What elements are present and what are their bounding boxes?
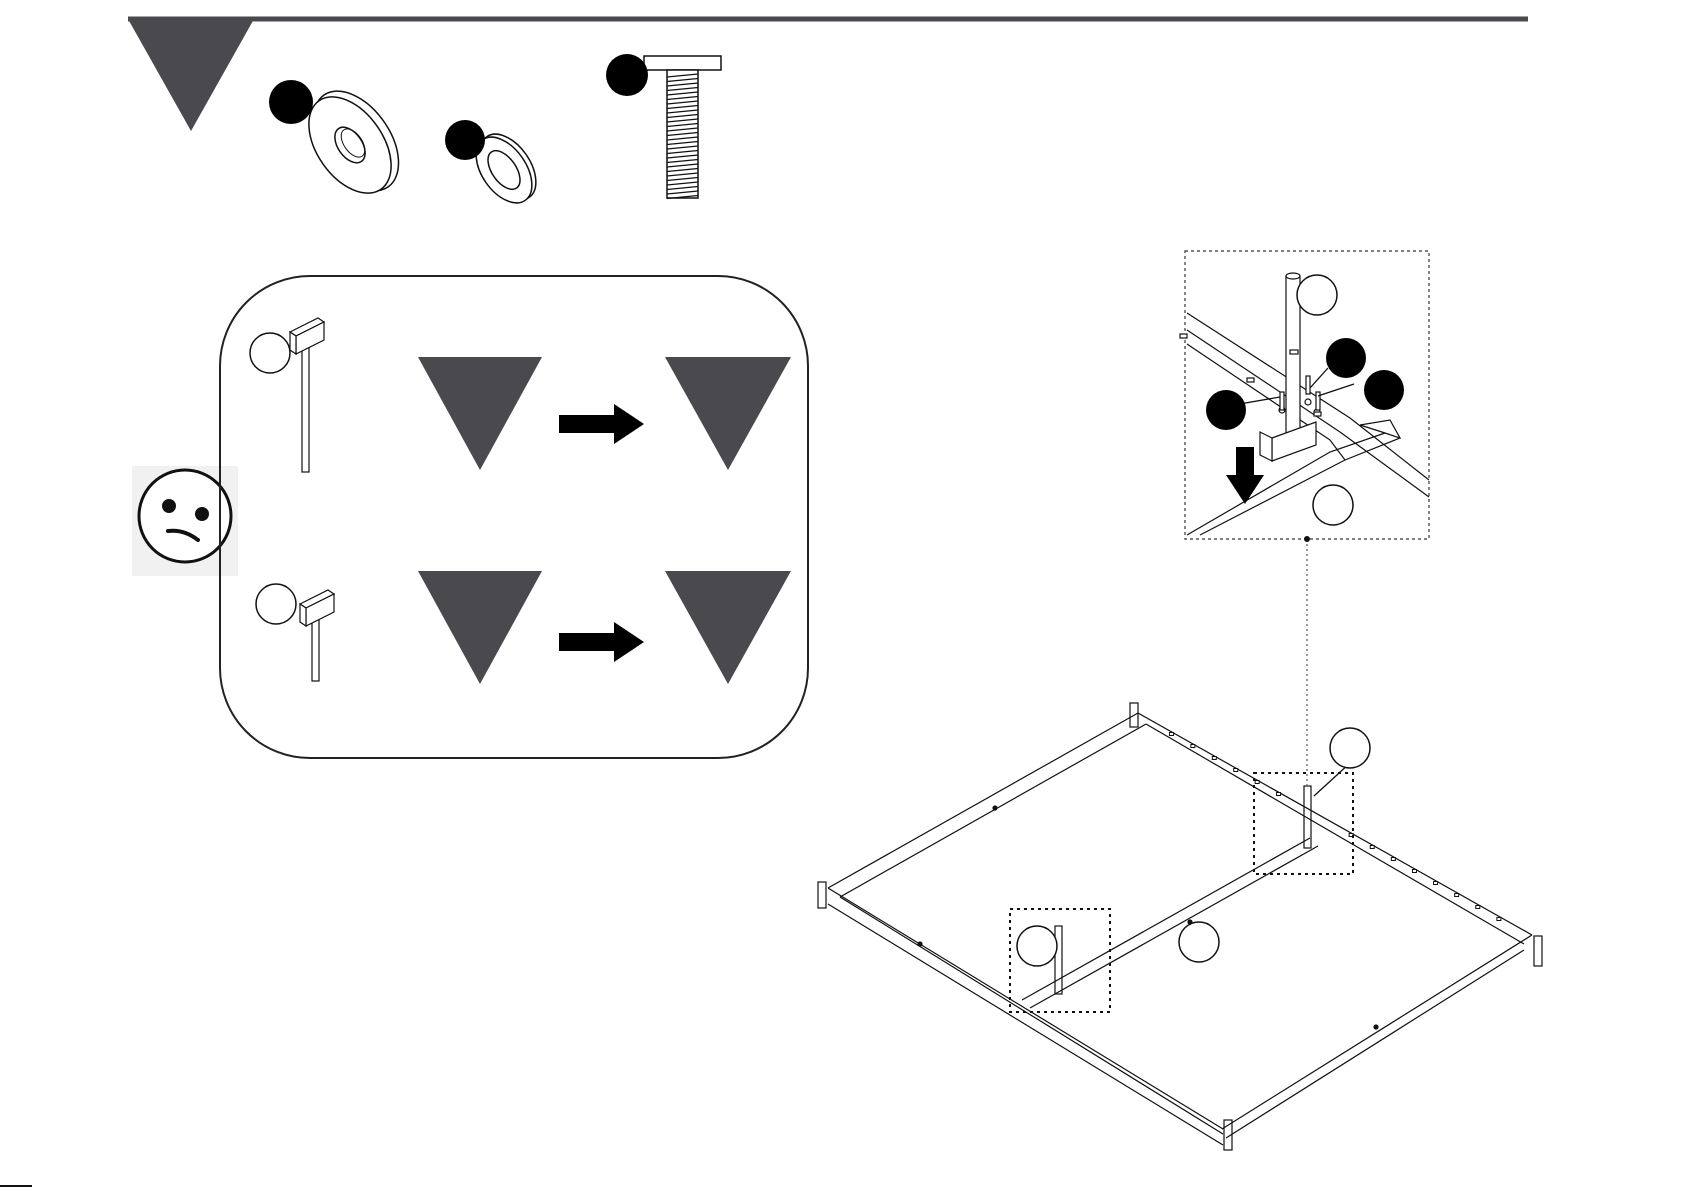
flat-washer-callout — [269, 80, 313, 124]
main-callout-leg-right — [1330, 728, 1370, 768]
detail-leader-dot — [1304, 536, 1310, 542]
arrow-icon-2 — [559, 622, 644, 662]
from-step-triangle-2 — [418, 571, 542, 684]
bolt-callout — [606, 54, 648, 96]
bolt-icon — [644, 56, 721, 199]
leg-part-callout-1 — [250, 333, 290, 373]
detail-callout-leg — [1297, 275, 1337, 315]
detail-callout-flat-washer — [1206, 390, 1246, 430]
to-step-triangle-1 — [665, 357, 791, 470]
bed-frame-drawing — [818, 703, 1542, 1150]
leg-part-icon — [290, 318, 324, 472]
sad-face-icon — [139, 470, 231, 562]
main-callout-leg-left — [1017, 926, 1057, 966]
main-callout-center-rail — [1179, 922, 1219, 962]
down-arrow-icon — [1226, 447, 1264, 504]
to-step-triangle-2 — [665, 571, 791, 684]
leg-part-callout-2 — [256, 584, 296, 624]
short-leg-part-icon — [300, 590, 334, 681]
from-step-triangle-1 — [418, 357, 542, 470]
pointer-line-a — [1318, 384, 1354, 396]
lock-washer-callout — [445, 120, 485, 160]
detail-callout-bolt — [1326, 338, 1366, 378]
arrow-icon-1 — [559, 404, 644, 444]
detail-callout-lock-washer — [1364, 370, 1404, 410]
step-triangle — [128, 19, 254, 131]
pointer-line-b — [1310, 368, 1328, 388]
detail-callout-rail — [1313, 485, 1353, 525]
